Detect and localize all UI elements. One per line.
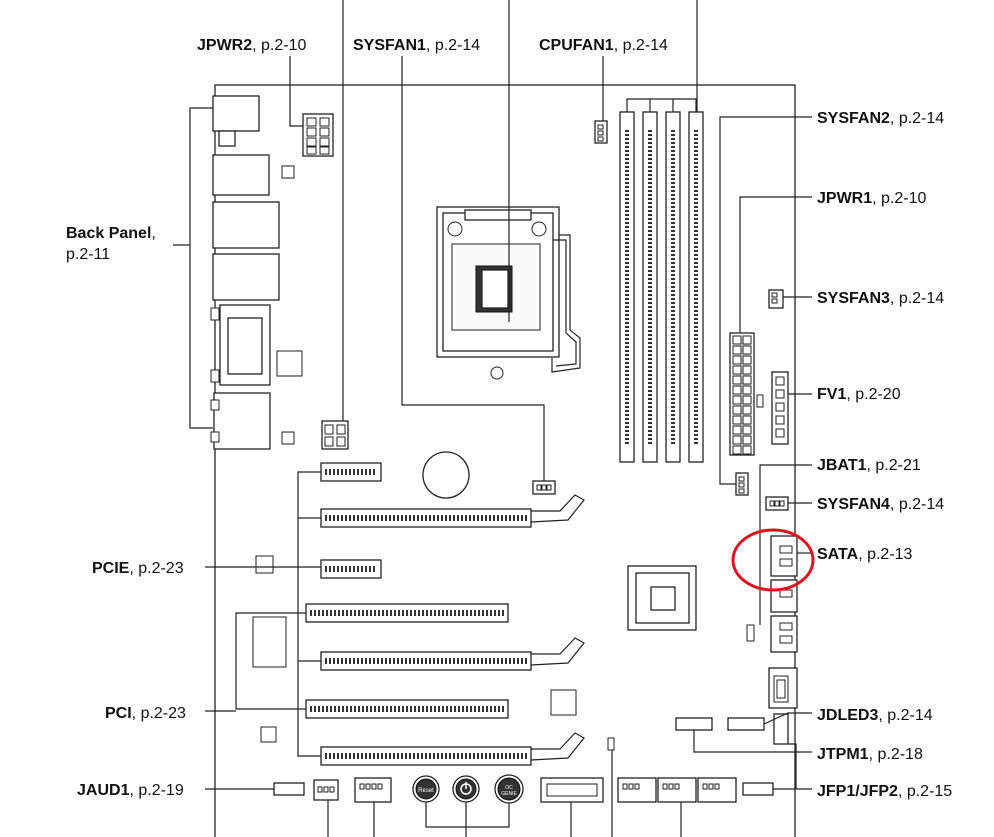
- sysfan2-header: [735, 472, 749, 496]
- chip-square: [276, 350, 303, 377]
- sysfan4-header: [765, 496, 789, 511]
- label-jpwr1: JPWR1, p.2-10: [817, 190, 926, 207]
- sysfan3-header: [768, 289, 784, 309]
- back-panel-connectors: [210, 95, 280, 450]
- label-sysfan4: SYSFAN4, p.2-14: [817, 496, 944, 513]
- label-sysfan2-name: SYSFAN2: [817, 110, 890, 127]
- label-back-panel-page: ,: [151, 225, 155, 242]
- label-fv1-name: FV1: [817, 386, 846, 403]
- label-jaud1-name: JAUD1: [77, 782, 130, 799]
- label-jfp-page: , p.2-15: [898, 783, 952, 800]
- reset-button-label: Reset: [418, 788, 434, 794]
- label-cpufan1-name: CPUFAN1: [539, 37, 614, 54]
- chip-square: [281, 431, 295, 445]
- label-jtpm1-page: , p.2-18: [869, 746, 923, 763]
- label-cpufan1: CPUFAN1, p.2-14: [539, 37, 668, 54]
- label-pcie: PCIE, p.2-23: [92, 560, 184, 577]
- power-connector-4pin: [321, 420, 349, 450]
- label-back-panel: Back Panel,: [66, 225, 156, 242]
- label-sysfan2: SYSFAN2, p.2-14: [817, 110, 944, 127]
- jumper: [746, 624, 755, 642]
- sata-highlight-ellipse: [731, 528, 815, 592]
- label-sysfan3-name: SYSFAN3: [817, 290, 890, 307]
- leader-lines: [173, 0, 812, 837]
- label-jpwr2-page: , p.2-10: [252, 37, 306, 54]
- chip-square: [281, 165, 295, 179]
- label-jbat1-page: , p.2-21: [867, 457, 921, 474]
- label-jtpm1: JTPM1, p.2-18: [817, 746, 923, 763]
- label-fv1-page: , p.2-20: [846, 386, 900, 403]
- label-sysfan1: SYSFAN1, p.2-14: [353, 37, 480, 54]
- jumper: [607, 737, 615, 751]
- chip-square: [260, 726, 277, 743]
- label-jbat1: JBAT1, p.2-21: [817, 457, 921, 474]
- chip-square: [550, 689, 577, 716]
- label-pcie-name: PCIE: [92, 560, 130, 577]
- label-sata-name: SATA: [817, 546, 859, 563]
- label-fv1: FV1, p.2-20: [817, 386, 901, 403]
- fv1-header: [771, 371, 789, 445]
- callout-labels: JPWR2, p.2-10 SYSFAN1, p.2-14 CPUFAN1, p…: [66, 37, 952, 800]
- label-sata: SATA, p.2-13: [817, 546, 913, 563]
- label-jaud1: JAUD1, p.2-19: [77, 782, 184, 799]
- label-pcie-page: , p.2-23: [129, 560, 183, 577]
- chipset-heatsink: [627, 565, 697, 631]
- label-jpwr2-name: JPWR2: [197, 37, 252, 54]
- label-sysfan1-name: SYSFAN1: [353, 37, 426, 54]
- bottom-headers: [273, 713, 789, 803]
- small-jumper: [756, 394, 764, 408]
- cmos-battery: [422, 451, 470, 499]
- label-sata-page: , p.2-13: [858, 546, 912, 563]
- label-jtpm1-name: JTPM1: [817, 746, 869, 763]
- label-jpwr2: JPWR2, p.2-10: [197, 37, 306, 54]
- label-jdled3-name: JDLED3: [817, 707, 878, 724]
- chip-square: [252, 616, 287, 668]
- label-pci: PCI, p.2-23: [105, 705, 186, 722]
- label-sysfan3-page: , p.2-14: [890, 290, 944, 307]
- chip-square: [255, 555, 274, 574]
- label-pci-page: , p.2-23: [132, 705, 186, 722]
- label-back-panel-page2: p.2-11: [66, 246, 110, 263]
- cpufan1-header: [594, 120, 608, 144]
- sysfan1-header: [532, 480, 556, 495]
- label-back-panel-name: Back Panel: [66, 225, 151, 242]
- label-jfp: JFP1/JFP2, p.2-15: [817, 783, 952, 800]
- label-pci-name: PCI: [105, 705, 132, 722]
- label-sysfan4-page: , p.2-14: [890, 496, 944, 513]
- label-jfp-name: JFP1/JFP2: [817, 783, 898, 800]
- jpwr1-pins: [732, 335, 752, 455]
- label-cpufan1-page: , p.2-14: [614, 37, 668, 54]
- label-jdled3-page: , p.2-14: [878, 707, 932, 724]
- cpu-socket: [436, 206, 581, 380]
- label-jpwr1-name: JPWR1: [817, 190, 872, 207]
- label-jpwr1-page: , p.2-10: [872, 190, 926, 207]
- label-jbat1-name: JBAT1: [817, 457, 867, 474]
- memory-dimm-slots: [619, 111, 704, 463]
- label-sysfan3: SYSFAN3, p.2-14: [817, 290, 944, 307]
- label-sysfan1-page: , p.2-14: [426, 37, 480, 54]
- label-jaud1-page: , p.2-19: [129, 782, 183, 799]
- label-jdled3: JDLED3, p.2-14: [817, 707, 933, 724]
- jpwr2-connector: [302, 113, 334, 157]
- sata-ports: [768, 535, 798, 709]
- label-sysfan4-name: SYSFAN4: [817, 496, 890, 513]
- expansion-slots: [305, 462, 585, 766]
- label-sysfan2-page: , p.2-14: [890, 110, 944, 127]
